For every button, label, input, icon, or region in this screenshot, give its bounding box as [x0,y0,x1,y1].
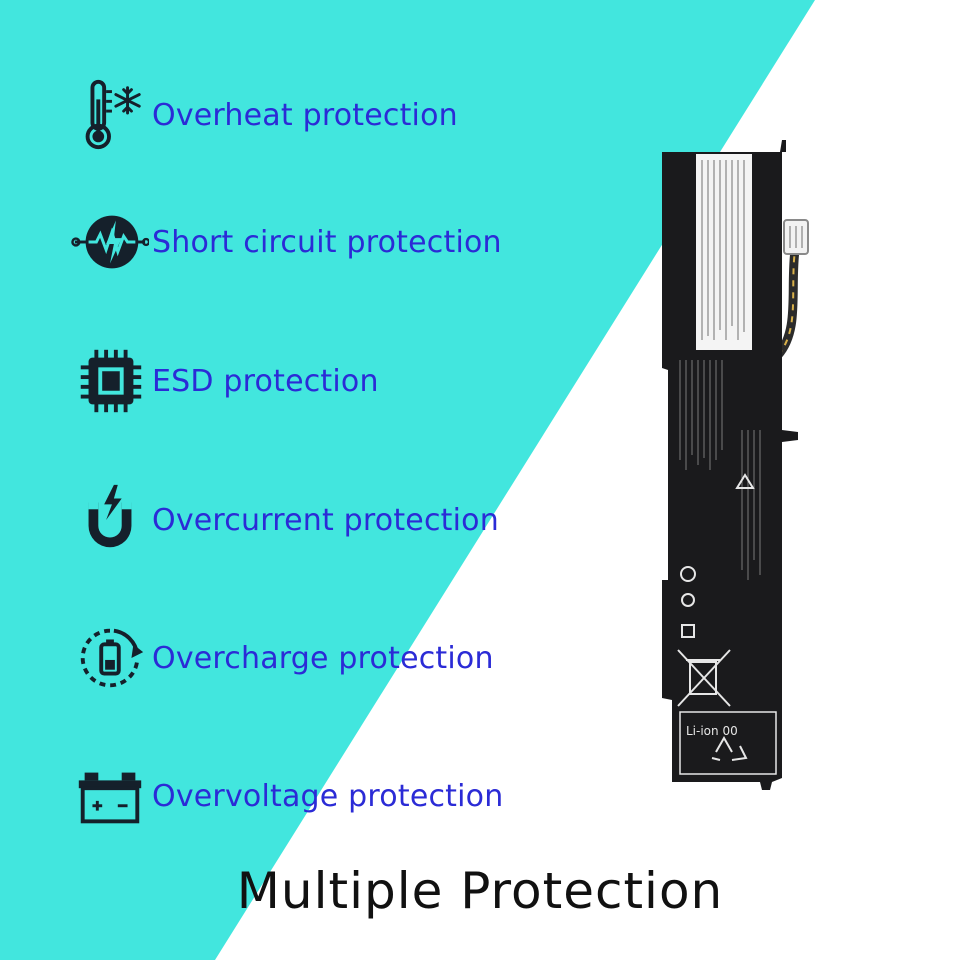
feature-esd: ESD protection [70,341,379,421]
battery-refresh-icon [70,618,150,698]
feature-overvoltage: Overvoltage protection [70,756,503,836]
feature-overheat: Overheat protection [70,75,458,155]
feature-label: Overvoltage protection [152,778,504,814]
feature-label: ESD protection [152,363,379,399]
accent-diagonal-panel [0,0,815,960]
car-battery-icon [70,756,150,836]
chip-icon [70,341,150,421]
feature-label: Overcharge protection [152,640,494,676]
lightning-circuit-icon [70,202,150,282]
recycle-icon [711,735,748,761]
battery-image: Li-ion 00 [662,140,809,790]
feature-label: Short circuit protection [152,224,502,260]
weee-bin-icon [677,649,731,707]
battery-marking: Li-ion 00 [686,724,738,738]
feature-short-circuit: Short circuit protection [70,202,502,282]
feature-overcurrent: Overcurrent protection [70,480,499,560]
page-title: Multiple Protection [236,862,724,920]
battery-label-sticker [696,154,752,350]
feature-overcharge: Overcharge protection [70,618,494,698]
feature-label: Overheat protection [152,97,458,133]
feature-label: Overcurrent protection [152,502,499,538]
thermometer-snowflake-icon [70,75,150,155]
magnet-lightning-icon [70,480,150,560]
